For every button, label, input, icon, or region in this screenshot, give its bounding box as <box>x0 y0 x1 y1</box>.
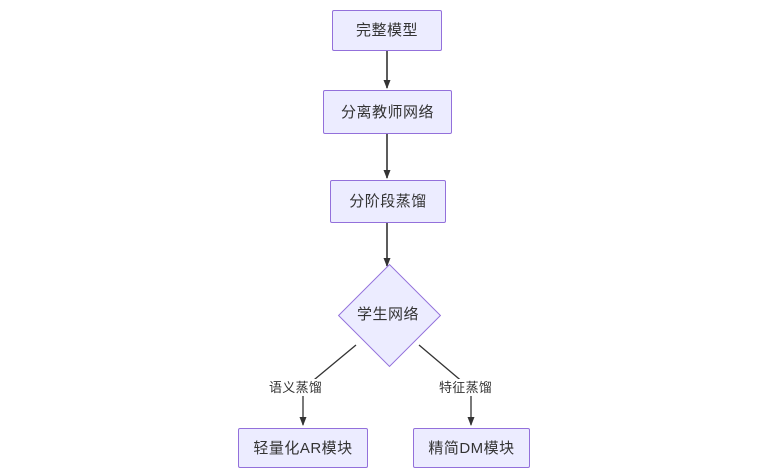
node-staged-distillation-label: 分阶段蒸馏 <box>349 193 427 210</box>
node-simplified-dm-module-label: 精简DM模块 <box>428 439 515 457</box>
node-staged-distillation[interactable]: 分阶段蒸馏 <box>330 180 446 223</box>
node-separate-teacher-network[interactable]: 分离教师网络 <box>323 90 452 134</box>
node-lightweight-ar-module[interactable]: 轻量化AR模块 <box>238 428 368 468</box>
edge-label-semantic-distillation: 语义蒸馏 <box>267 379 325 396</box>
node-separate-teacher-network-label: 分离教师网络 <box>340 103 434 121</box>
edge-label-semantic-distillation-text: 语义蒸馏 <box>269 380 323 395</box>
node-student-network[interactable]: 学生网络 <box>337 263 441 367</box>
node-full-model-label: 完整模型 <box>355 22 418 39</box>
node-simplified-dm-module[interactable]: 精简DM模块 <box>413 428 530 468</box>
node-student-network-label: 学生网络 <box>356 305 419 323</box>
node-full-model[interactable]: 完整模型 <box>332 10 442 51</box>
edge-label-feature-distillation-text: 特征蒸馏 <box>439 380 493 395</box>
edge-label-feature-distillation: 特征蒸馏 <box>437 379 495 396</box>
node-lightweight-ar-module-label: 轻量化AR模块 <box>253 439 353 457</box>
